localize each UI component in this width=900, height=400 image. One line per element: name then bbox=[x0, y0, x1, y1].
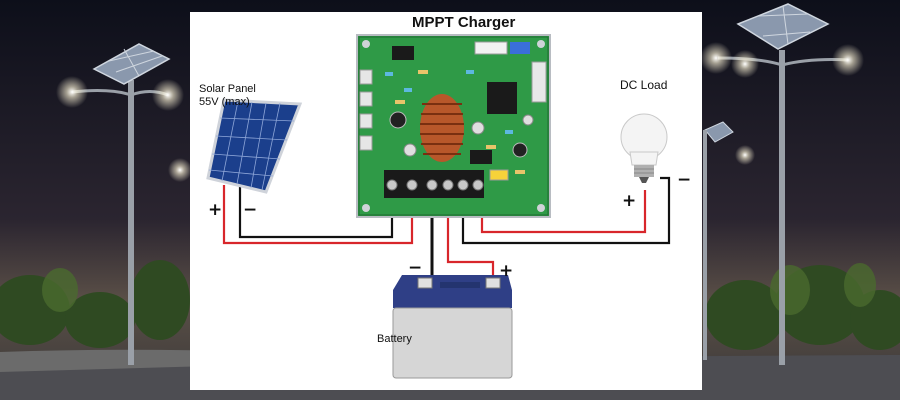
battery-minus-sign: − bbox=[408, 258, 423, 278]
solar-panel-icon bbox=[206, 98, 303, 194]
load-minus-sign: − bbox=[677, 170, 692, 190]
battery-icon bbox=[392, 275, 513, 379]
solar-positive-wire bbox=[222, 185, 414, 245]
solar-panel-voltage: 55V (max) bbox=[199, 96, 250, 108]
load-plus-sign: + bbox=[622, 191, 637, 211]
light-bulb-icon bbox=[620, 113, 668, 183]
solar-panel-name: Solar Panel bbox=[199, 83, 256, 95]
dc-load-label: DC Load bbox=[620, 78, 668, 92]
mppt-board bbox=[356, 34, 551, 218]
solar-panel-label: Solar Panel 55V (max) bbox=[199, 83, 256, 109]
battery-positive-wire bbox=[446, 198, 495, 280]
diagram-title: MPPT Charger bbox=[412, 14, 516, 31]
solar-minus-sign: − bbox=[243, 200, 258, 220]
load-negative-wire bbox=[461, 176, 671, 245]
solar-plus-sign: + bbox=[208, 200, 223, 220]
battery-label: Battery bbox=[377, 333, 412, 345]
battery-plus-sign: + bbox=[499, 261, 514, 281]
